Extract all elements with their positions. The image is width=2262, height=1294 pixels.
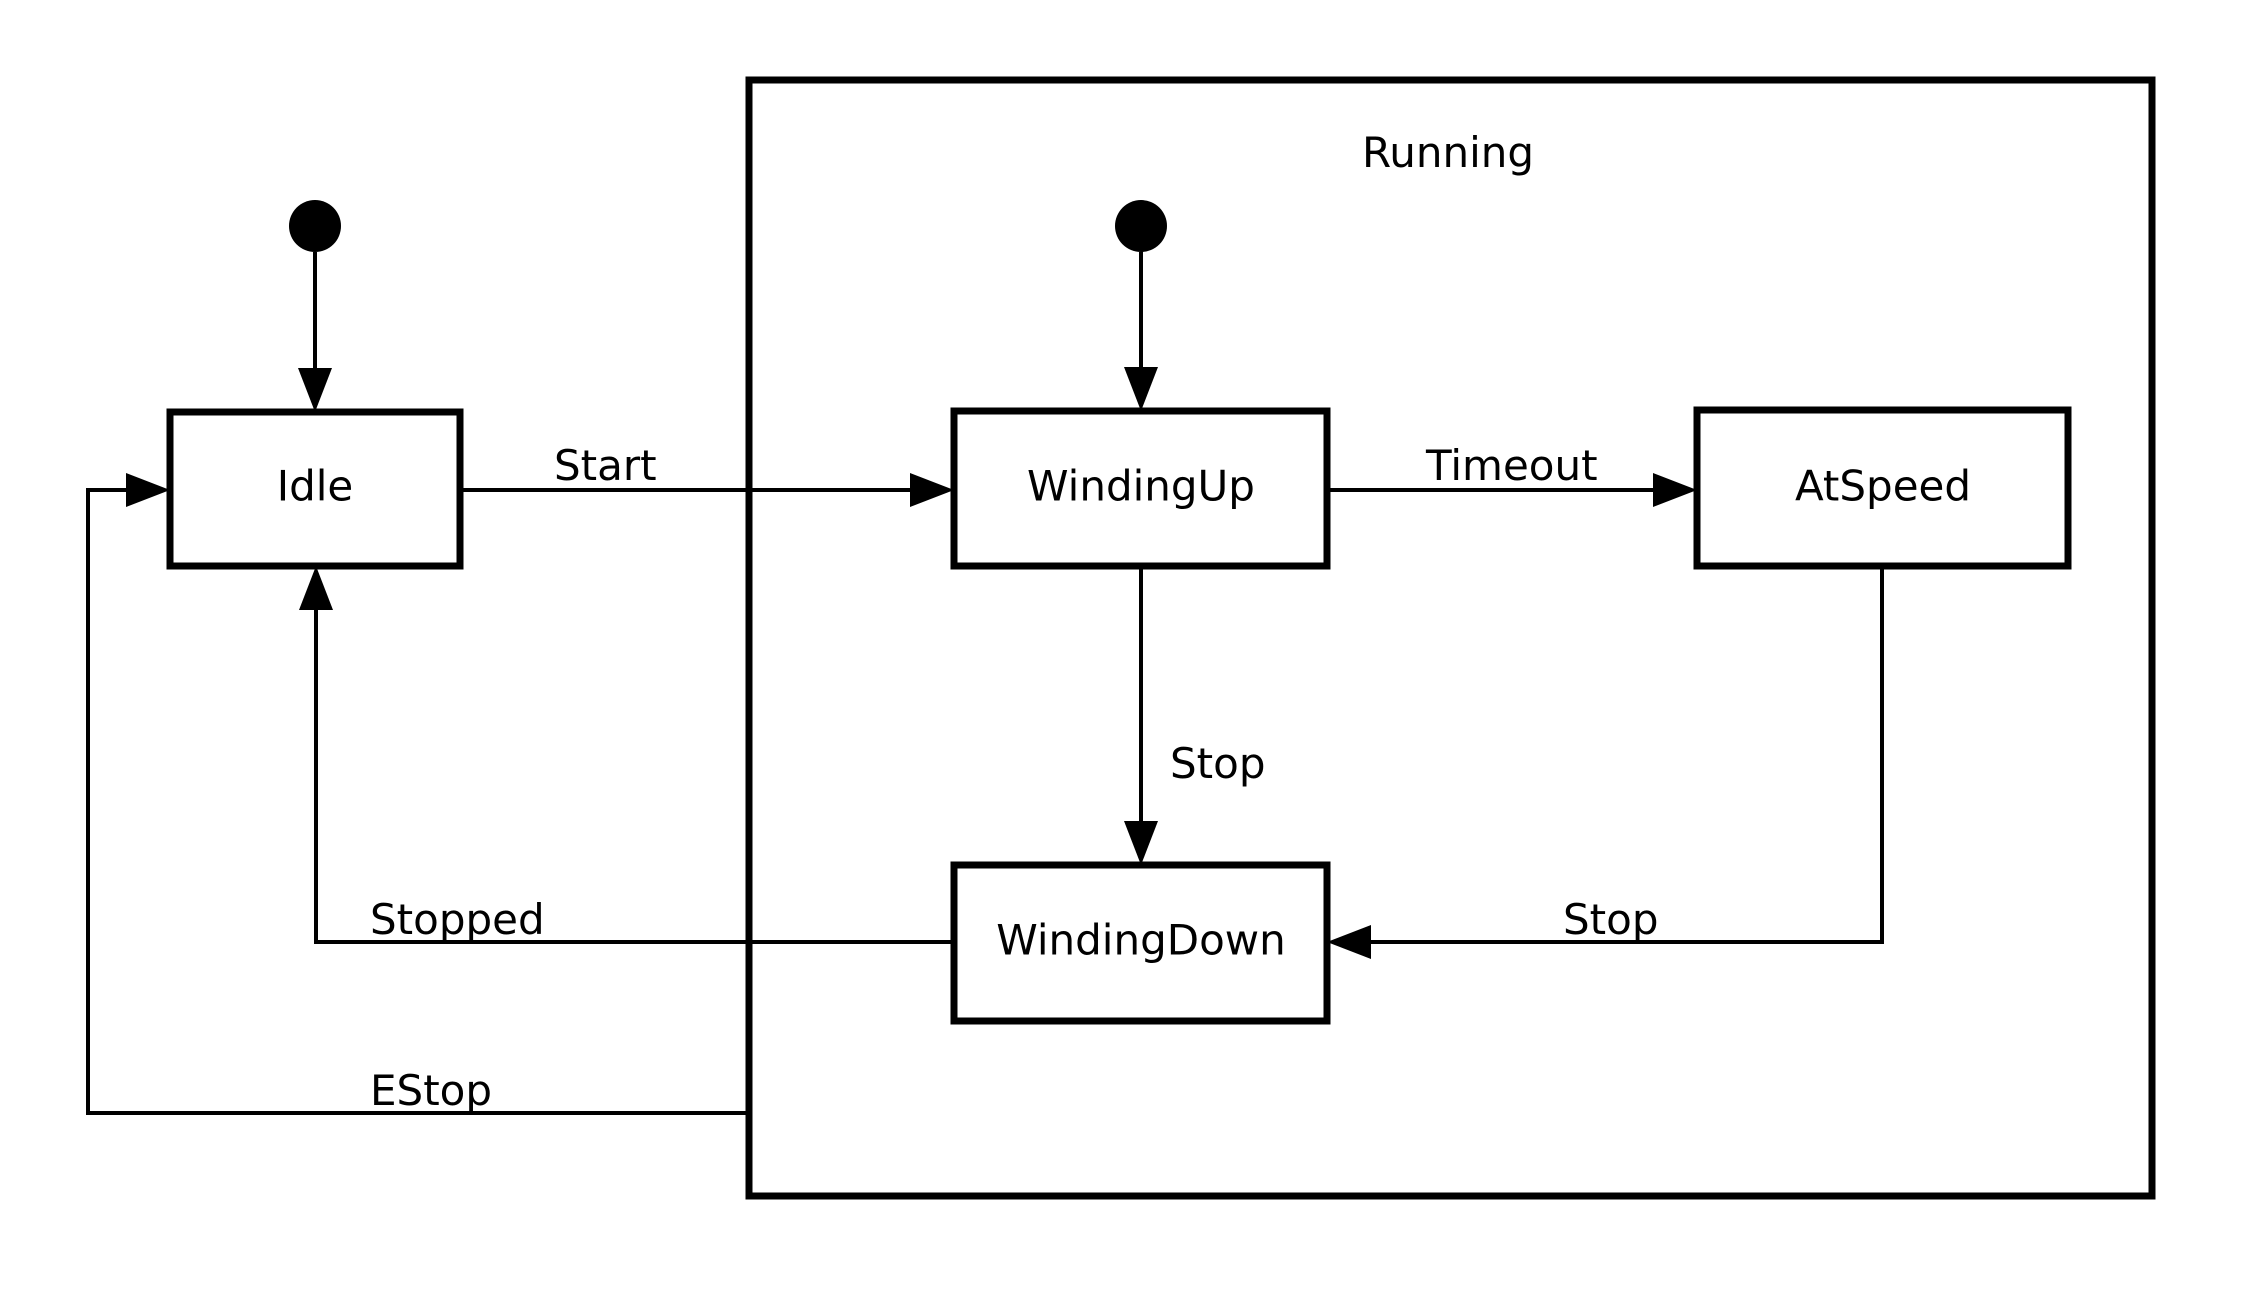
state-atspeed-box [1693,406,2072,570]
state-windingdown[interactable]: WindingDown [950,861,1331,1025]
state-windingdown-label: WindingDown [996,916,1286,965]
arrowhead-icon [299,566,333,610]
transition-label-stopped: Stopped [370,895,545,944]
composite-state-running-label: Running [1362,128,1534,177]
initial-pseudostate-icon [1115,200,1167,252]
state-windingup[interactable]: WindingUp [950,407,1331,570]
transition-label-start: Start [554,441,657,490]
arrowhead-icon [1327,925,1371,959]
transition-initial-to-idle[interactable] [289,200,341,412]
state-idle-box [166,408,464,570]
transition-windingup-to-windingdown[interactable]: Stop [1124,566,1265,865]
transition-atspeed-to-windingdown[interactable]: Stop [1327,566,1884,959]
arrowhead-icon [298,368,332,412]
initial-pseudostate-icon [289,200,341,252]
arrowhead-icon [1124,821,1158,865]
state-idle[interactable]: Idle [166,408,464,570]
transition-label-stop-windingup: Stop [1170,739,1265,788]
transition-idle-to-windingup[interactable]: Start [460,441,954,507]
state-windingup-label: WindingUp [1027,462,1255,511]
state-windingdown-box [950,861,1331,1025]
transition-label-timeout: Timeout [1425,441,1598,490]
state-idle-label: Idle [277,462,354,511]
composite-state-running[interactable]: Running [745,76,2156,1200]
transition-atspeed-to-windingdown-line [1351,566,1884,944]
arrowhead-icon [126,473,170,507]
state-atspeed-label: AtSpeed [1795,462,1971,511]
transition-label-stop-atspeed: Stop [1563,895,1658,944]
arrowhead-icon [1653,473,1697,507]
transition-windingdown-to-idle-line [314,590,954,944]
transition-windingdown-to-idle[interactable]: Stopped [299,566,954,944]
transition-running-to-idle[interactable]: EStop [86,473,749,1115]
transition-label-estop: EStop [370,1066,492,1115]
arrowhead-icon [1124,367,1158,411]
transition-running-to-idle-line [86,488,749,1115]
state-windingup-box [950,407,1331,570]
transition-initial-to-windingup[interactable] [1115,200,1167,411]
composite-state-running-border [745,76,2156,1200]
arrowhead-icon [910,473,954,507]
transition-windingup-to-atspeed[interactable]: Timeout [1327,441,1697,507]
state-atspeed[interactable]: AtSpeed [1693,406,2072,570]
